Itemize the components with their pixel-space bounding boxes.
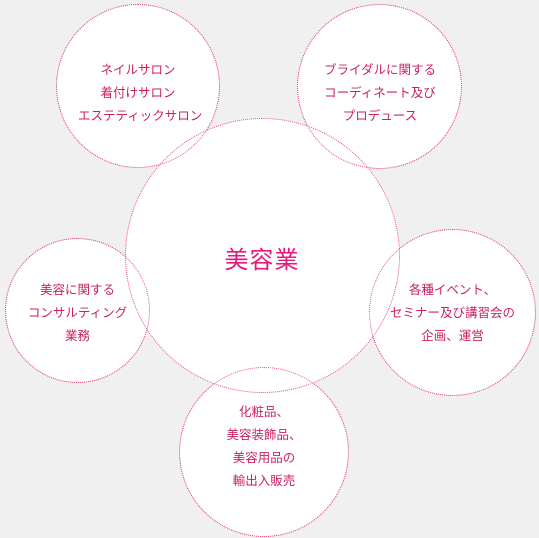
node-label-nail: ネイルサロン 着付けサロン エステティックサロン (78, 58, 203, 127)
node-line: 業務 (64, 328, 90, 343)
node-circle-bridal-outline (297, 4, 462, 169)
node-label-consulting: 美容に関する コンサルティング 業務 (15, 278, 140, 347)
node-label-bridal: ブライダルに関する コーディネート及び プロデュース (300, 58, 460, 127)
node-line: 美容用品の (232, 450, 296, 465)
node-line: 輸出入販売 (232, 473, 296, 488)
node-circle-products-outline (179, 367, 349, 537)
node-circle-events-outline (369, 229, 536, 396)
node-line: ブライダルに関する (323, 62, 436, 77)
node-line: 化粧品、 (238, 404, 289, 419)
node-line: コンサルティング (27, 305, 128, 320)
node-line: ネイルサロン (100, 62, 176, 77)
node-line: 企画、運営 (421, 328, 484, 343)
node-label-products: 化粧品、 美容装飾品、 美容用品の 輸出入販売 (204, 400, 324, 492)
node-circle-consulting-outline (5, 238, 150, 383)
node-line: エステティックサロン (78, 108, 203, 123)
node-line: コーディネート及び (324, 85, 436, 100)
node-line: プロデュース (342, 108, 418, 123)
node-line: 各種イベント、 (408, 282, 497, 297)
center-label: 美容業 (224, 246, 300, 274)
node-label-events: 各種イベント、 セミナー及び講習会の 企画、運営 (374, 278, 531, 347)
node-line: 美容装飾品、 (226, 427, 302, 442)
node-line: 着付けサロン (100, 85, 176, 100)
node-line: セミナー及び講習会の (389, 305, 515, 320)
node-circle-nail-outline (56, 4, 220, 168)
node-line: 美容に関する (39, 282, 115, 297)
